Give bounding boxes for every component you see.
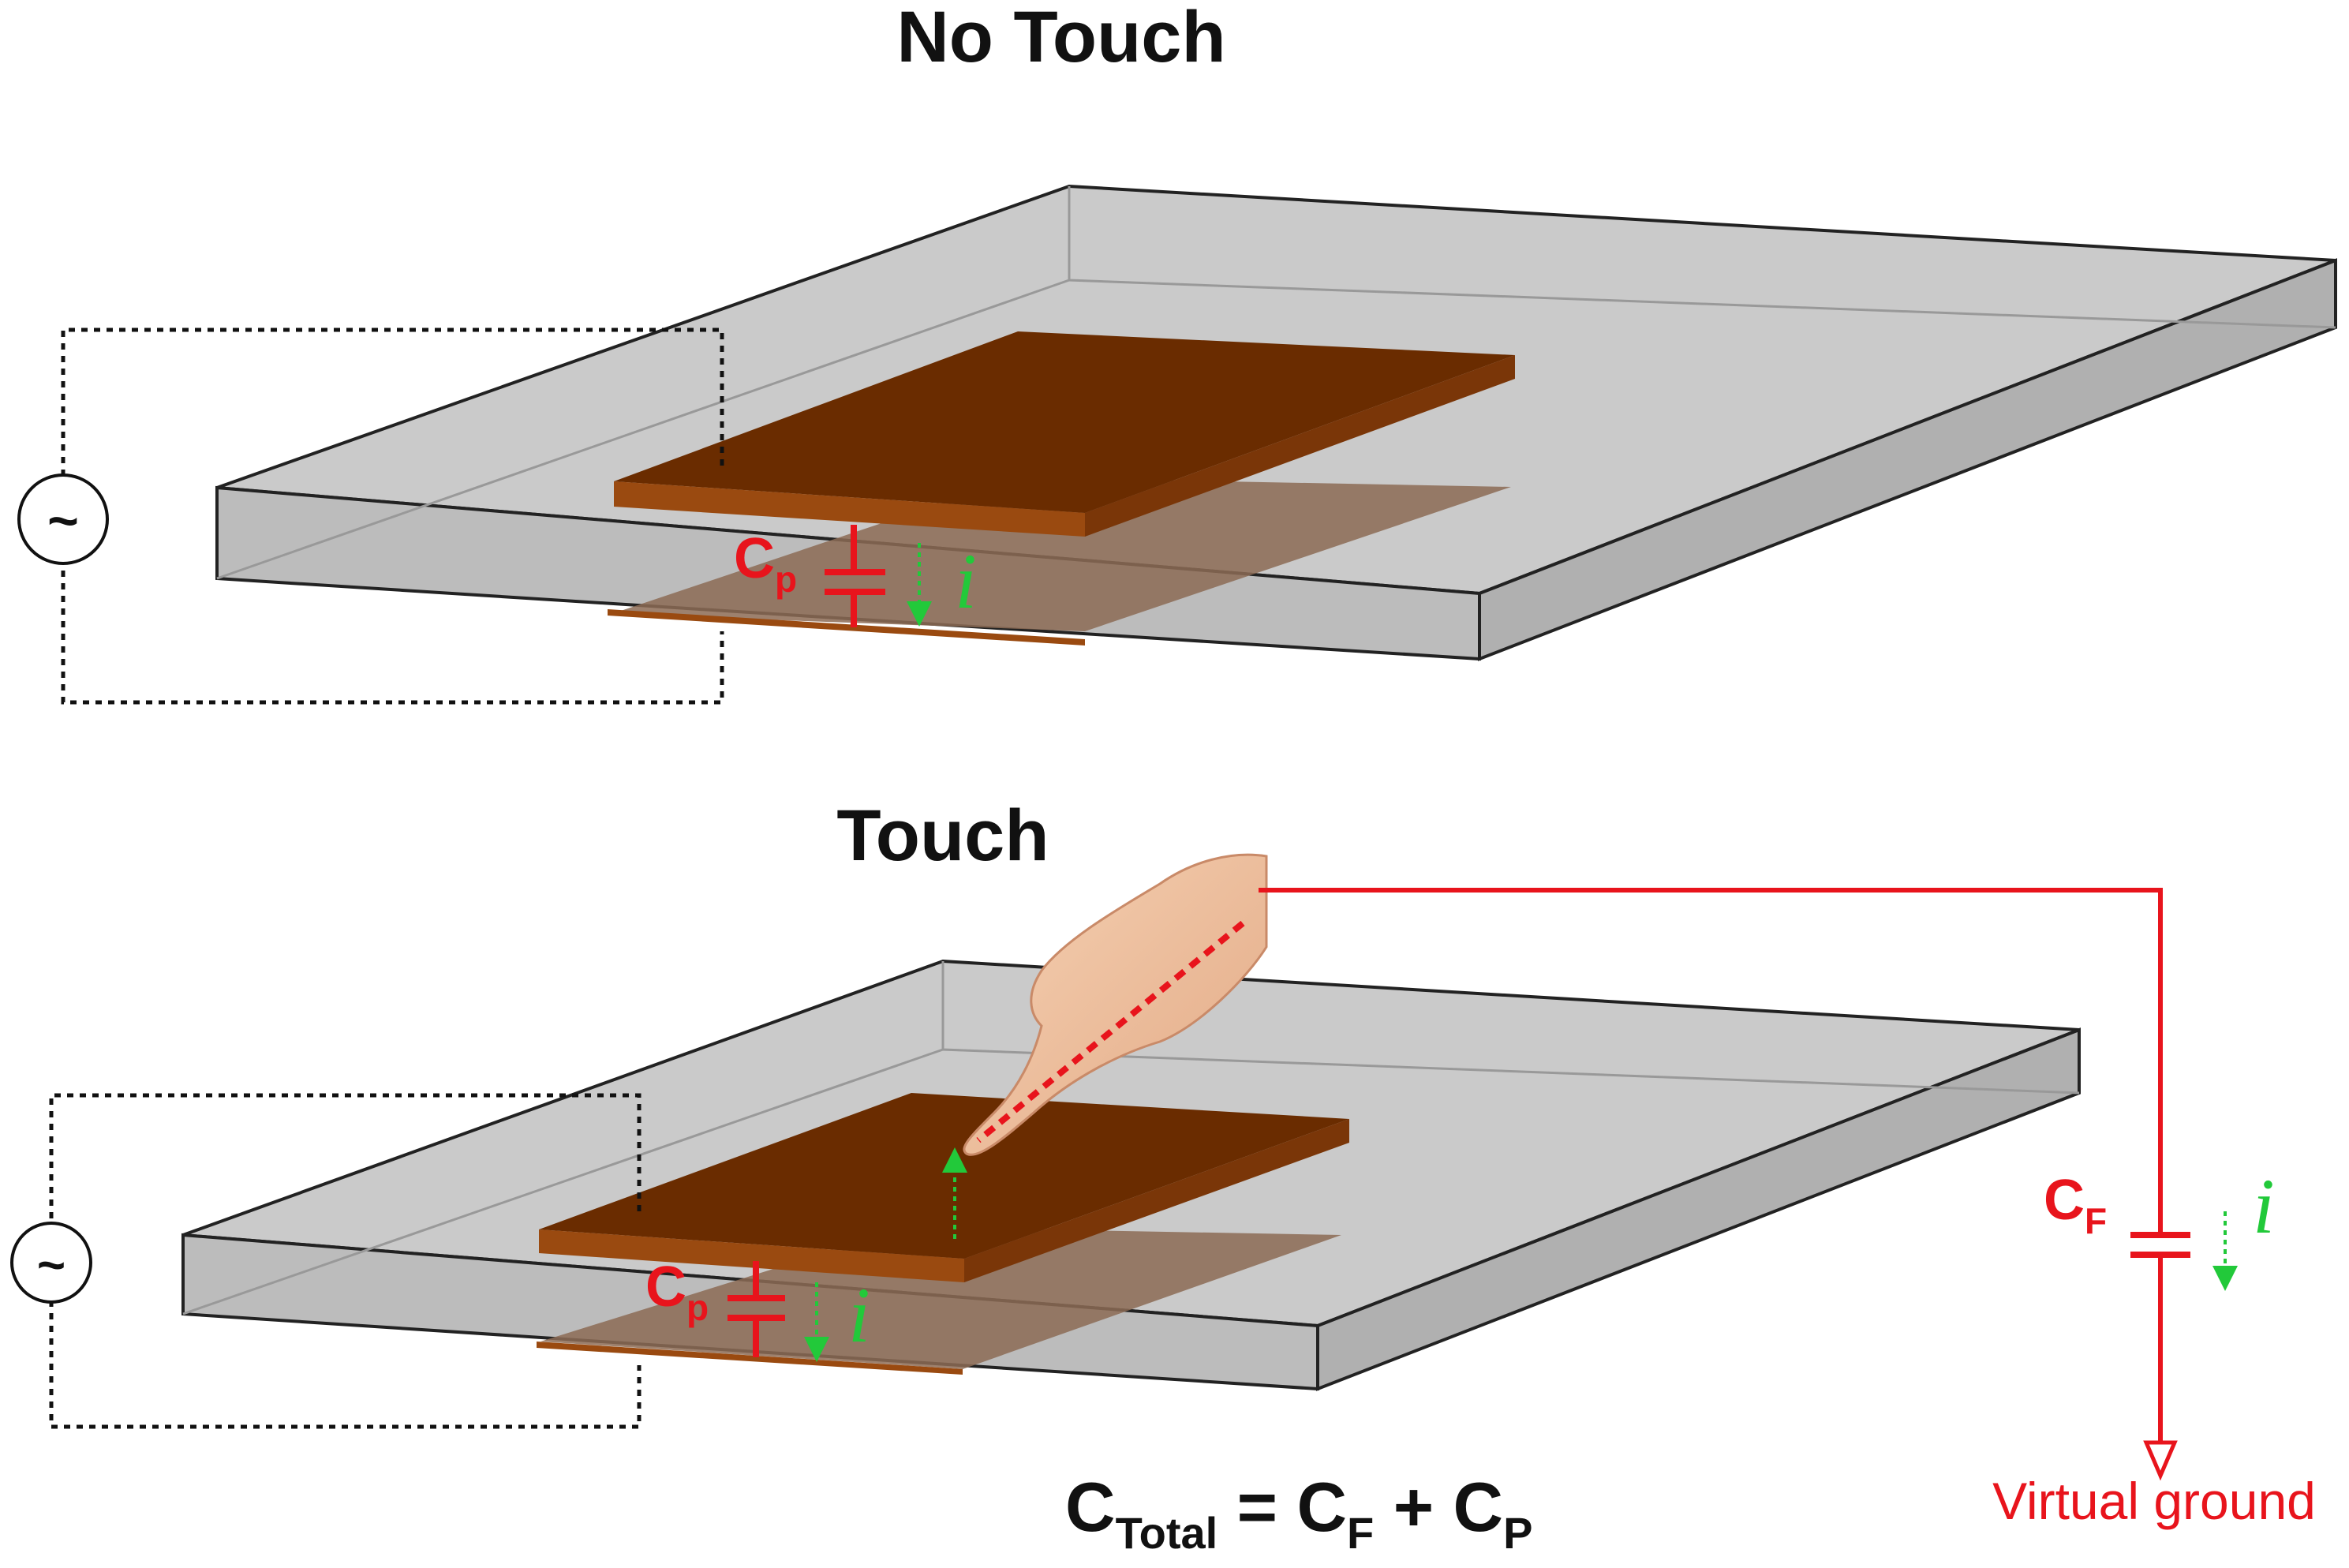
touch-panel: Touch ~ Cp — [10, 795, 2316, 1530]
ac-source-icon-touch — [10, 1222, 92, 1304]
bottom-electrode — [608, 609, 1085, 646]
top-electrode-touch — [539, 1093, 1349, 1282]
current-label-cf: i — [2253, 1162, 2275, 1250]
cp-label: Cp — [734, 527, 797, 600]
capacitor-cp — [825, 525, 885, 627]
ac-source-symbol: ~ — [47, 491, 79, 551]
bottom-electrode-shadow-touch — [540, 1227, 1341, 1369]
finger-hand-icon — [963, 853, 1268, 1156]
current-label-touch: i — [848, 1271, 870, 1359]
capacitor-cf — [2130, 1232, 2190, 1443]
virtual-ground-label: Virtual ground — [1992, 1472, 2316, 1530]
total-capacitance-formula: CTotal = CF + CP — [1065, 1468, 1532, 1558]
touch-title: Touch — [836, 795, 1049, 876]
circuit-wire-touch — [49, 1093, 641, 1429]
finger-ground-wire — [1259, 888, 2163, 1235]
no-touch-panel: No Touch ~ Cp — [17, 0, 2337, 705]
cp-label-touch: Cp — [645, 1256, 709, 1328]
top-electrode — [614, 331, 1515, 537]
ac-source-symbol-touch: ~ — [37, 1238, 65, 1293]
virtual-ground-icon — [2143, 1440, 2178, 1481]
capacitor-cp-touch — [728, 1261, 785, 1357]
ac-source-icon — [17, 473, 109, 565]
bottom-electrode-touch — [537, 1342, 963, 1375]
cf-label: CF — [2044, 1169, 2107, 1241]
current-label: i — [955, 537, 977, 625]
no-touch-title: No Touch — [896, 0, 1225, 77]
